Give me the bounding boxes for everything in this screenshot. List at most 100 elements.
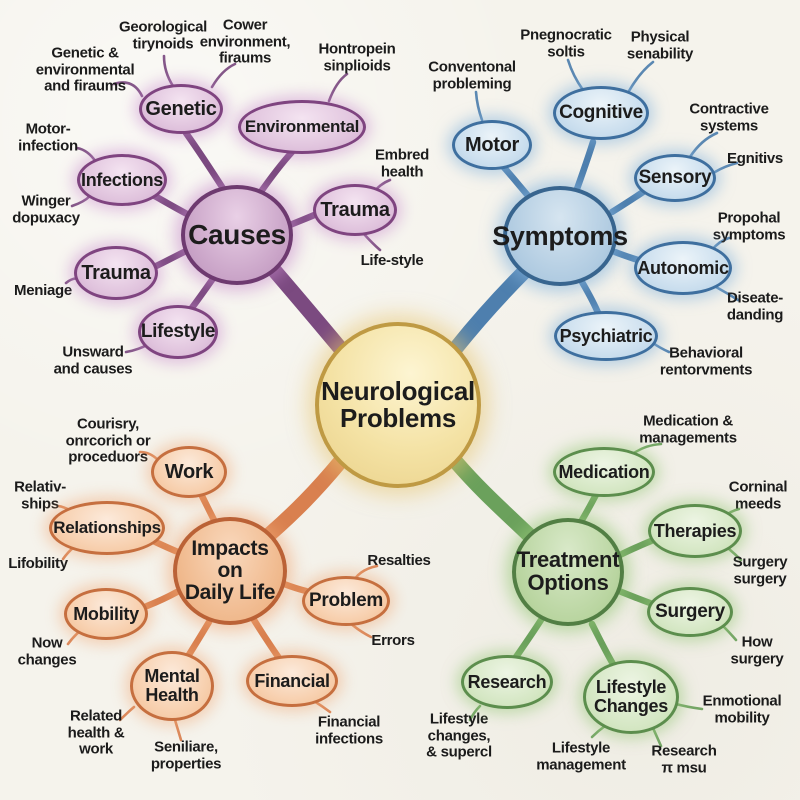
financial-label: Financial [254,670,330,691]
center-node[interactable]: Neurological Problems [315,322,481,488]
node-autonomic[interactable]: Autonomic [634,241,732,295]
note-line [362,232,382,252]
node-therapies[interactable]: Therapies [648,504,742,558]
node-trauma-right[interactable]: Trauma [313,184,397,236]
node-financial[interactable]: Financial [246,655,338,707]
note-physical-senability: Physical senability [626,28,694,62]
note-now-changes: Now changes [17,634,77,668]
note-line [474,90,484,122]
spoke-research [512,616,545,661]
causes-hub-label: Causes [188,219,286,251]
note-meniage: Meniage [14,281,72,299]
note-line [714,285,740,302]
node-medication[interactable]: Medication [553,447,655,497]
note-courisry-proceduors: Courisry, onrcorich or proceduors [65,415,151,466]
work-label: Work [164,460,214,483]
cognitive-label: Cognitive [559,102,643,124]
mental-health-label: Mental Health [144,666,200,705]
node-genetic[interactable]: Genetic [139,84,223,134]
note-line [590,724,607,739]
node-sensory[interactable]: Sensory [634,154,716,202]
spoke-mobility [143,588,181,610]
spoke-sensory [608,188,647,216]
spoke-medication [578,489,601,524]
note-surgery-surgery: Surgery surgery [732,553,788,587]
node-cognitive[interactable]: Cognitive [553,86,649,140]
note-lifestyle-changes-supercl: Lifestyle changes, & supercl [426,710,492,761]
note-line [327,72,349,103]
therapies-label: Therapies [653,520,737,541]
environmental-label: Environmental [244,117,360,137]
node-relationships[interactable]: Relationships [49,501,165,555]
note-line [112,81,144,98]
note-seniliare-properties: Seniliare, properties [150,738,222,772]
node-trauma-left[interactable]: Trauma [74,246,158,300]
relationships-label: Relationships [53,518,161,538]
node-impacts-hub[interactable]: Impacts on Daily Life [173,517,287,625]
spoke-infections [149,191,191,218]
note-lines-causes [64,54,392,354]
note-georological-tirynoids: Georological tirynoids [118,18,208,52]
mobility-label: Mobility [73,603,139,624]
node-treatment-hub[interactable]: Treatment Options [512,518,624,626]
note-pnegnocratic-soltis: Pnegnocratic soltis [520,26,612,60]
note-line [627,60,655,93]
node-problem[interactable]: Problem [302,576,390,626]
note-related-health-work: Related health & work [67,707,125,758]
note-line [566,58,585,92]
infections-label: Infections [81,169,164,190]
note-egnitivs: Egnitivs [727,149,783,167]
research-label: Research [467,671,547,692]
node-motor[interactable]: Motor [452,120,532,170]
note-how-surgery: How surgery [730,633,784,667]
trauma-right-label: Trauma [320,198,390,221]
node-environmental[interactable]: Environmental [238,100,366,154]
node-infections[interactable]: Infections [77,154,167,206]
node-lifestyle-changes[interactable]: Lifestyle Changes [583,660,679,734]
note-contractive-systems: Contractive systems [689,100,769,134]
note-lifobility: Lifobility [8,554,68,572]
spoke-environmental [256,148,296,197]
spoke-problem [280,580,310,595]
note-life-style: Life-style [360,251,424,269]
note-line [674,702,704,711]
note-behavioral-rentorvments: Behavioral rentorvments [659,344,753,378]
spoke-genetic [182,129,228,194]
node-work[interactable]: Work [151,446,227,498]
node-lifestyle[interactable]: Lifestyle [138,305,218,359]
node-mental-health[interactable]: Mental Health [130,651,214,721]
note-propohal-symptoms: Propohal symptoms [712,209,786,243]
node-surgery[interactable]: Surgery [647,587,733,637]
medication-label: Medication [558,461,650,482]
trunk-causes [266,262,348,356]
spoke-psychiatric [578,278,603,319]
note-line [713,161,739,174]
note-line [468,704,482,722]
note-resalties: Resalties [367,551,431,569]
note-corninal-meeds: Corninal meeds [728,478,788,512]
motor-label: Motor [464,133,520,156]
note-research-msu: Research π msu [651,742,717,776]
note-medication-managements: Medication & managements [639,412,737,446]
trunk-impacts [262,454,348,542]
note-embred-health: Embred health [374,146,430,180]
note-financial-infections: Financial infections [315,713,383,747]
note-genetic-environmental: Genetic & environmental and firaums [35,44,135,95]
node-psychiatric[interactable]: Psychiatric [554,311,658,361]
node-research[interactable]: Research [461,655,553,709]
note-line [162,54,175,88]
note-line [722,625,738,642]
lifestyle-changes-label: Lifestyle Changes [594,677,668,716]
spoke-therapies [616,537,655,559]
node-causes-hub[interactable]: Causes [181,185,293,285]
spoke-lifestyle-changes [588,620,617,668]
node-symptoms-hub[interactable]: Symptoms [492,186,628,286]
note-motor-infection: Motor- infection [18,120,78,154]
node-mobility[interactable]: Mobility [64,588,148,640]
note-conventonal-probleming: Conventonal probleming [428,58,516,92]
note-hontropein-sinplioids: Hontropein sinplioids [318,40,396,74]
note-relativ-ships: Relativ- ships [14,478,66,512]
trunk-treatment [448,454,538,544]
note-diseate-danding: Diseate- danding [726,289,784,323]
note-enmotional-mobility: Enmotional mobility [702,692,782,726]
